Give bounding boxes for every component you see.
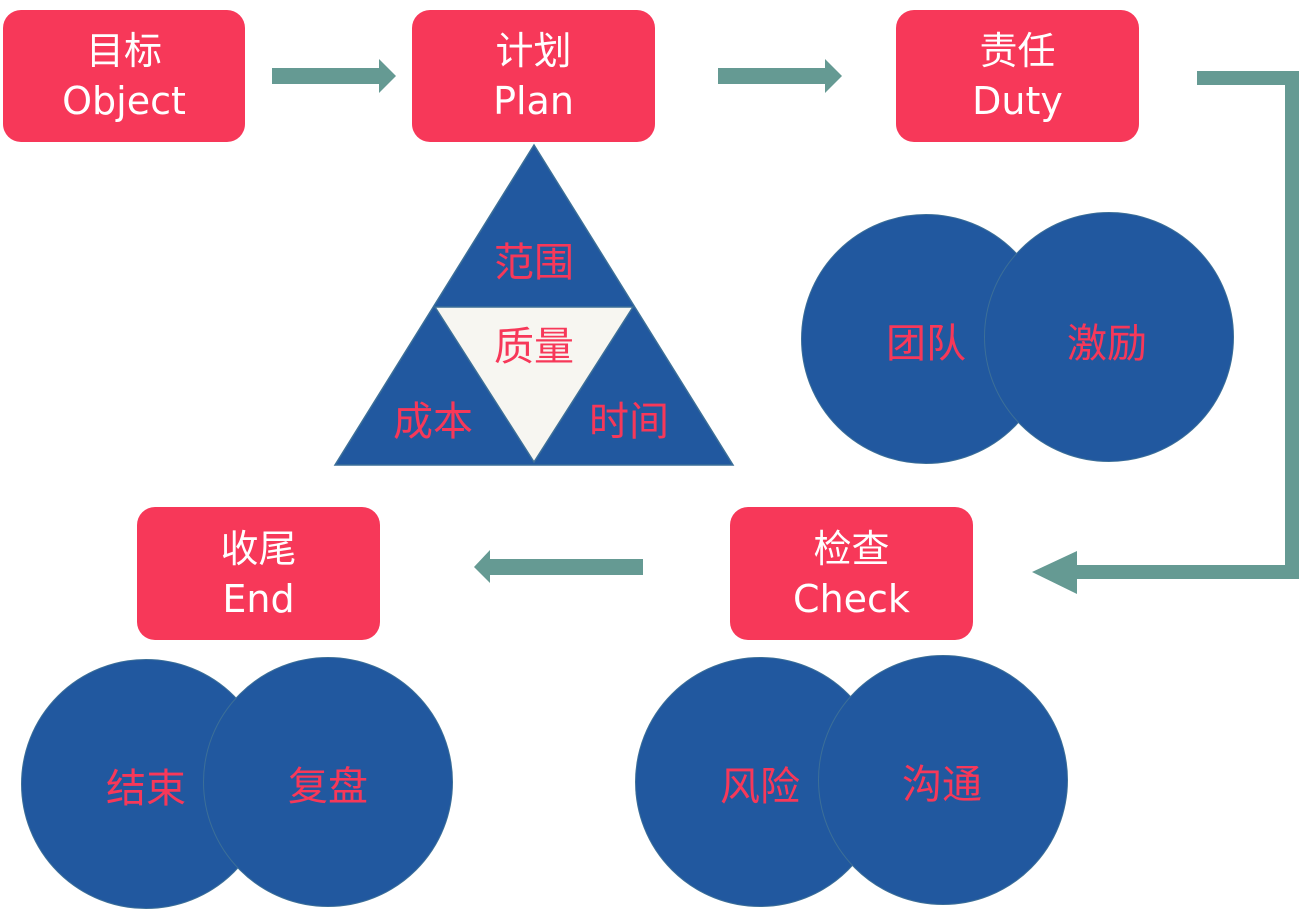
duty-label-team: 团队 (886, 321, 966, 367)
duty-circle-incentive (984, 212, 1234, 462)
step-title-zh: 收尾 (220, 526, 297, 571)
step-box-end: 收尾 End (137, 507, 380, 640)
step-box-object: 目标 Object (3, 10, 245, 142)
step-title-zh: 目标 (85, 29, 162, 73)
end-label-review: 复盘 (288, 764, 368, 810)
triangle-outer (333, 143, 735, 466)
triangle-label-left: 成本 (393, 399, 473, 445)
check-label-communication: 沟通 (902, 762, 982, 808)
step-title-zh: 责任 (979, 29, 1056, 73)
arrow-check-to-end (474, 550, 643, 583)
check-label-risk: 风险 (720, 764, 800, 810)
step-box-check: 检查 Check (730, 507, 973, 640)
duty-label-incentive: 激励 (1067, 321, 1147, 367)
step-title-zh: 计划 (495, 29, 572, 73)
step-box-plan: 计划 Plan (412, 10, 655, 142)
plan-triangle: 范围 质量 成本 时间 (333, 143, 735, 466)
end-circle-review (203, 657, 453, 907)
step-title-en: Plan (493, 79, 574, 123)
triangle-center (433, 306, 635, 464)
check-circle-communication (818, 655, 1068, 905)
triangle-label-top: 范围 (494, 240, 574, 286)
step-title-en: Duty (972, 79, 1063, 123)
step-title-en: Check (793, 576, 910, 621)
step-title-zh: 检查 (813, 526, 890, 571)
step-box-duty: 责任 Duty (896, 10, 1139, 142)
end-label-finish: 结束 (106, 766, 186, 812)
triangle-label-center: 质量 (494, 324, 574, 370)
arrow-plan-to-duty (718, 59, 842, 93)
step-title-en: Object (62, 79, 186, 123)
step-title-en: End (222, 576, 295, 621)
arrow-object-to-plan (272, 59, 396, 93)
triangle-label-right: 时间 (589, 399, 669, 445)
arrow-duty-to-check (1032, 71, 1299, 594)
